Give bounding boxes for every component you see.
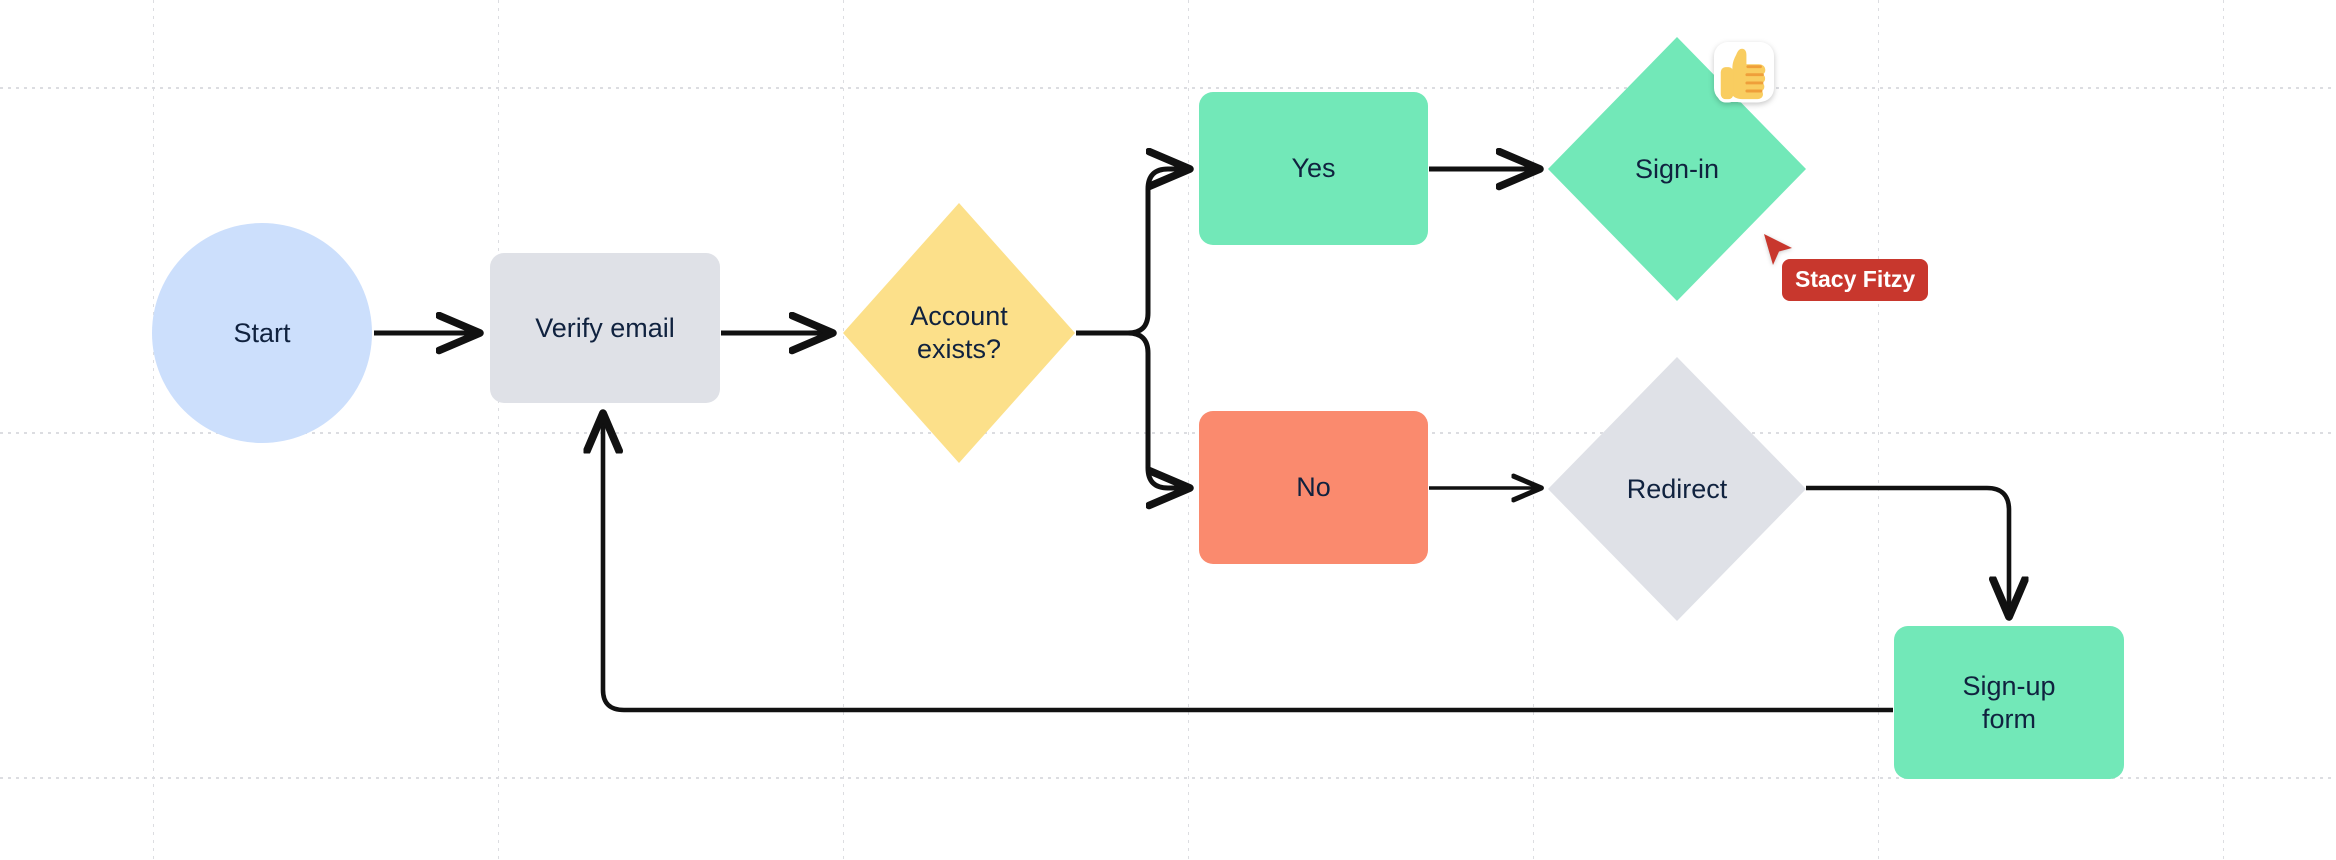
cursor-pointer-icon — [1764, 234, 1792, 265]
cursor-name-label: Stacy Fitzy — [1782, 259, 1929, 301]
node-no[interactable]: No — [1199, 411, 1428, 564]
thumbs-up-icon[interactable] — [1710, 38, 1778, 106]
node-verify-email-label: Verify email — [535, 312, 675, 343]
node-account-exists[interactable]: Account exists? — [843, 203, 1075, 463]
edge-account-exists-to-yes — [1076, 169, 1188, 336]
node-no-label: No — [1296, 472, 1331, 503]
node-yes[interactable]: Yes — [1199, 92, 1428, 245]
edge-account-exists-to-no — [1076, 330, 1188, 488]
node-redirect[interactable]: Redirect — [1548, 357, 1806, 621]
node-start-label: Start — [233, 317, 291, 348]
node-sign-up-form[interactable]: Sign-up form — [1894, 626, 2124, 779]
edge-sign-up-form-to-verify-email — [603, 415, 1893, 713]
node-account-exists-label: Account exists? — [910, 301, 1008, 364]
node-sign-up-form-label: Sign-up form — [1962, 670, 2056, 734]
node-start[interactable]: Start — [152, 223, 372, 443]
node-yes-label: Yes — [1291, 153, 1336, 184]
edge-redirect-to-sign-up-form — [1806, 485, 2009, 615]
node-verify-email[interactable]: Verify email — [490, 253, 720, 403]
thumbs-up-glyph — [1717, 45, 1769, 103]
node-redirect-label: Redirect — [1626, 473, 1728, 504]
node-sign-in-label: Sign-in — [1634, 153, 1720, 184]
